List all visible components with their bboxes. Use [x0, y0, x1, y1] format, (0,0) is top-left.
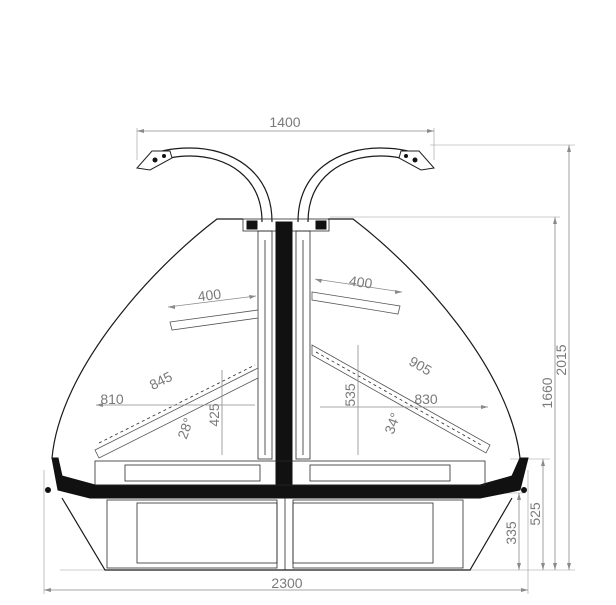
- dim-total-height: 2015: [430, 144, 575, 570]
- dim-overall-width: 2300: [43, 470, 529, 594]
- upper-shelf-right: 400: [311, 273, 403, 315]
- dim-label-810: 810: [100, 391, 124, 407]
- dim-label-400-right: 400: [348, 273, 374, 292]
- dim-label-2300: 2300: [271, 575, 302, 591]
- dim-lamp-span: 1400: [136, 114, 435, 160]
- dim-label-525: 525: [527, 502, 543, 526]
- dim-label-34deg: 34°: [381, 411, 403, 436]
- dim-canopy-height: 1660: [330, 216, 560, 570]
- dim-label-400-left: 400: [197, 286, 222, 305]
- dim-base-height: 525: [510, 458, 550, 570]
- dim-label-1660: 1660: [539, 377, 555, 408]
- dim-label-830: 830: [414, 391, 438, 407]
- canopy: [51, 218, 521, 459]
- lamp-right: [297, 147, 435, 223]
- lamp-left: [136, 147, 273, 223]
- dim-label-845: 845: [147, 368, 175, 393]
- lower-shelf-right: 830 905 34° 535: [311, 344, 491, 455]
- dim-label-1400: 1400: [269, 114, 300, 130]
- upper-shelf-left: 400: [167, 286, 259, 331]
- dim-label-28deg: 28°: [174, 416, 196, 441]
- dim-label-2015: 2015: [553, 344, 569, 375]
- central-column: [257, 221, 311, 493]
- dim-label-335: 335: [503, 521, 519, 545]
- dim-label-905: 905: [406, 353, 434, 379]
- dim-label-535: 535: [342, 383, 358, 407]
- dim-label-425: 425: [206, 403, 222, 427]
- counter-base: [45, 457, 529, 571]
- lower-shelf-left: 810 845 28° 425: [94, 364, 259, 459]
